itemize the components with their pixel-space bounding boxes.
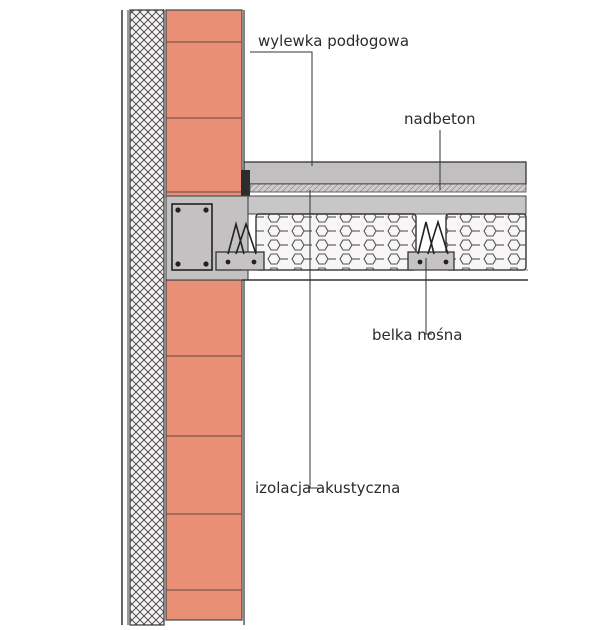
beam-left (215, 220, 265, 271)
label-load-bearing-beam: belka nośna (372, 326, 463, 344)
beam-right (407, 219, 455, 271)
label-floor-screed: wylewka podłogowa (258, 32, 409, 50)
label-acoustic-insulation: izolacja akustyczna (255, 479, 400, 497)
brick-wall-lower (165, 279, 243, 621)
label-concrete-topping: nadbeton (404, 110, 476, 128)
ceiling-blocks (255, 213, 527, 271)
acoustic-insulation-layer (249, 183, 527, 193)
leader-lines (250, 51, 441, 489)
brick-wall-upper (165, 9, 243, 199)
wall-insulation-layer (129, 9, 165, 626)
floor-screed (243, 161, 527, 185)
edge-strip (241, 170, 250, 196)
ring-beam-reinforcement (171, 203, 213, 271)
